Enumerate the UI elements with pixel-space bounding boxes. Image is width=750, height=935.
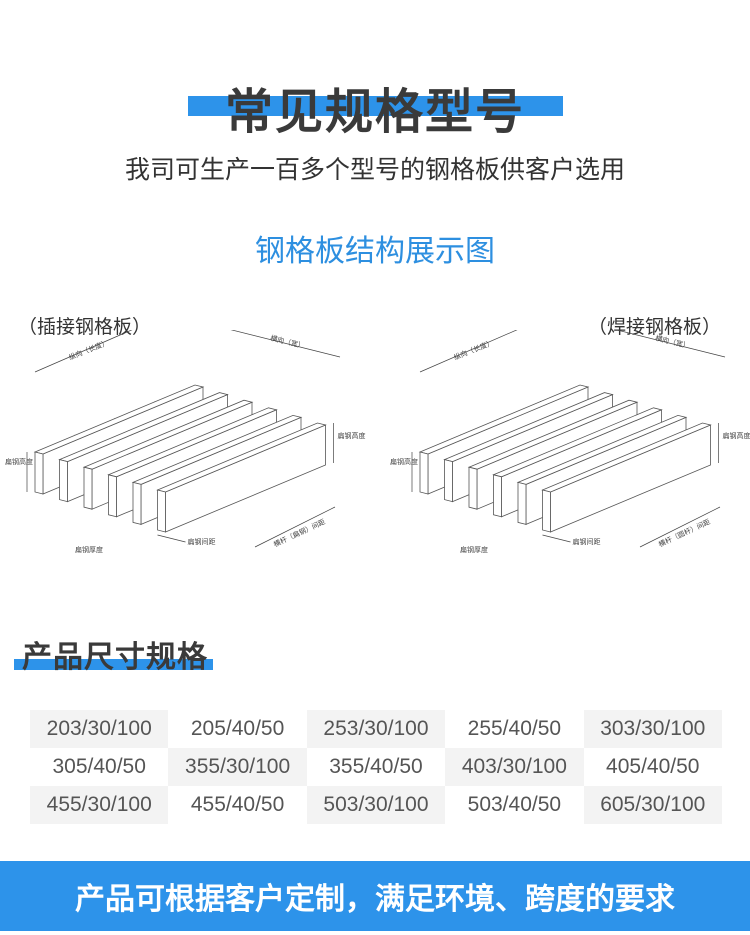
- spacing-dimension-line: [542, 534, 571, 543]
- bearing-bar-front: [542, 489, 551, 533]
- title-underline: [188, 96, 563, 116]
- bearing-bar-front: [34, 451, 44, 495]
- spec-title: 产品尺寸规格: [22, 640, 208, 675]
- bearing-bar-front: [132, 481, 142, 525]
- height-label: 扁钢高度: [390, 457, 418, 466]
- thickness-label: 扁钢厚度: [75, 545, 103, 554]
- length-dimension-line: [34, 330, 133, 373]
- spec-item: 455/40/50: [190, 793, 285, 816]
- diagram-title-inserted: （插接钢格板）: [18, 316, 152, 338]
- bearing-bar-front: [493, 474, 502, 518]
- cross-spacing-dimension-line: [254, 506, 336, 548]
- height-label: 扁钢高度: [338, 431, 366, 440]
- bearing-bar-front: [108, 474, 117, 518]
- spacing-label: 扁钢间距: [573, 537, 601, 546]
- spacing-label: 扁钢间距: [188, 537, 216, 546]
- bearing-bar-front: [468, 466, 478, 510]
- spec-title-underline: [14, 659, 213, 670]
- width-label: 横向（宽）: [270, 333, 306, 350]
- width-dimension-line: [230, 330, 341, 358]
- spec-item: 503/40/50: [467, 793, 562, 816]
- width-label: 横向（宽）: [655, 333, 691, 350]
- height-label: 扁钢高度: [5, 457, 33, 466]
- spec-item: 405/40/50: [606, 755, 700, 778]
- bearing-bar-front: [157, 489, 166, 533]
- bearing-bar-front: [83, 466, 93, 510]
- spec-item: 303/30/100: [583, 710, 722, 748]
- footer-banner: 产品可根据客户定制，满足环境、跨度的要求: [0, 861, 750, 931]
- page-title: 常见规格型号: [224, 84, 525, 140]
- spec-item: 355/40/50: [329, 755, 423, 778]
- welded-grating-diagram: 纵向（长度）横向（宽）扁钢高度扁钢高度扁钢厚度扁钢间距横杆（圆杆）间距: [390, 330, 750, 554]
- spec-grid: 203/30/100 205/40/50 253/30/100 255/40/50 30…: [30, 710, 722, 824]
- length-label: 纵向（长度）: [452, 338, 494, 362]
- cross-spacing-label: 横杆（圆杆）间距: [657, 517, 712, 549]
- structure-heading: 钢格板结构展示图: [255, 234, 495, 269]
- bearing-bar-front: [517, 481, 527, 525]
- spec-item: 455/30/100: [30, 786, 169, 824]
- spec-item: 355/30/100: [168, 748, 307, 786]
- height-label: 扁钢高度: [723, 431, 750, 440]
- page-subtitle: 我司可生产一百多个型号的钢格板供客户选用: [124, 155, 625, 184]
- length-dimension-line: [419, 330, 518, 373]
- spec-item: 403/30/100: [445, 748, 584, 786]
- width-dimension-line: [615, 330, 726, 358]
- bearing-bar-front: [59, 459, 68, 503]
- bearing-bar-front: [419, 451, 429, 495]
- spec-item: 205/40/50: [190, 717, 285, 740]
- spec-item: 203/30/100: [30, 710, 169, 748]
- spec-item: 305/40/50: [52, 755, 146, 778]
- thickness-label: 扁钢厚度: [460, 545, 488, 554]
- spec-item: 253/30/100: [306, 710, 446, 748]
- cross-spacing-label: 横杆（扁钢）间距: [272, 517, 327, 549]
- inserted-grating-diagram: 纵向（长度）横向（宽）扁钢高度扁钢高度扁钢厚度扁钢间距横杆（扁钢）间距: [5, 330, 366, 554]
- length-label: 纵向（长度）: [67, 338, 109, 362]
- spec-item: 503/30/100: [306, 786, 446, 824]
- spec-item: 255/40/50: [467, 717, 562, 740]
- spec-item: 605/30/100: [583, 786, 722, 824]
- diagram-title-welded: （焊接钢格板）: [588, 316, 722, 338]
- cross-spacing-dimension-line: [639, 506, 721, 548]
- spacing-dimension-line: [157, 534, 186, 543]
- bearing-bar-front: [444, 459, 453, 503]
